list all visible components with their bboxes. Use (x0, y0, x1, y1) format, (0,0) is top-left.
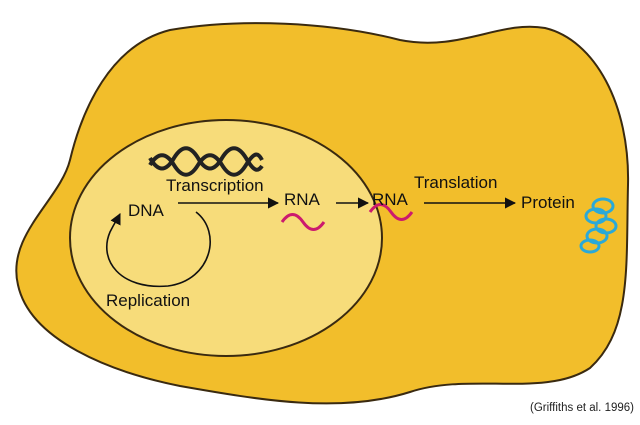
protein-coil-icon (579, 197, 618, 254)
label-protein: Protein (521, 193, 575, 212)
label-rna-nucleus: RNA (284, 190, 321, 209)
nucleus (69, 119, 383, 357)
label-rna-cytoplasm: RNA (372, 190, 409, 209)
label-replication: Replication (106, 291, 190, 310)
label-translation: Translation (414, 173, 497, 192)
label-transcription: Transcription (166, 176, 264, 195)
label-dna: DNA (128, 201, 165, 220)
citation: (Griffiths et al. 1996) (530, 402, 634, 414)
rna-squiggle-icon (368, 203, 414, 221)
dna-double-helix-icon (148, 146, 264, 177)
rna-squiggle-icon (280, 213, 326, 231)
replication-arrow (105, 211, 211, 288)
